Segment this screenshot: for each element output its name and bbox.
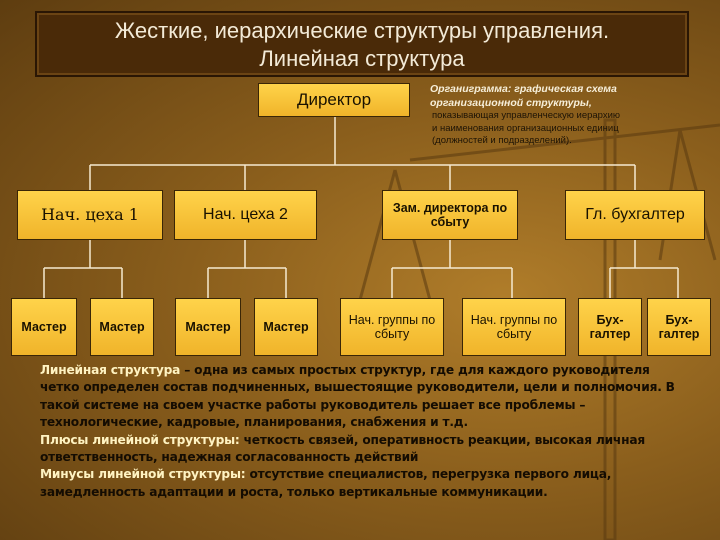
- note-line-2: и наименования организационных единиц: [432, 122, 619, 134]
- title-line-1: Жесткие, иерархические структуры управле…: [114, 18, 610, 43]
- intro-text: – одна из самых простых структур, где дл…: [40, 363, 675, 430]
- note-definition: Органиграмма: графическая схема организа…: [430, 83, 617, 109]
- org-box-deputy-sales: Зам. директора по сбыту: [382, 190, 518, 240]
- intro-highlight: Линейная структура: [40, 363, 181, 377]
- org-box-accountant-2: Бух-галтер: [647, 298, 711, 356]
- org-box-director: Директор: [258, 83, 410, 117]
- cons-label: Минусы линейной структуры:: [40, 467, 246, 482]
- title-line-2: Линейная структура: [259, 46, 465, 71]
- pros-text: четкость связей, оперативность реакции, …: [40, 432, 645, 465]
- org-box-accountant-1: Бух-галтер: [578, 298, 642, 356]
- cons-text: отсутствие специалистов, перегрузка перв…: [40, 467, 612, 499]
- org-box-foreman-3: Мастер: [175, 298, 241, 356]
- org-box-head-shop-2: Нач. цеха 2: [174, 190, 317, 240]
- org-box-sales-group-2: Нач. группы по сбыту: [462, 298, 566, 356]
- org-box-sales-group-1: Нач. группы по сбыту: [340, 298, 444, 356]
- orgchart-note: Органиграмма: графическая схема организа…: [430, 83, 710, 147]
- org-box-foreman-4: Мастер: [254, 298, 318, 356]
- description-text: Линейная структура – одна из самых прост…: [40, 362, 680, 501]
- note-line-1: показывающая управленческую иерархию: [432, 110, 621, 122]
- note-line-3: (должностей и подразделений).: [432, 134, 572, 146]
- org-box-foreman-1: Мастер: [11, 298, 77, 356]
- org-box-chief-accountant: Гл. бухгалтер: [565, 190, 705, 240]
- title-banner: Жесткие, иерархические структуры управле…: [35, 11, 689, 77]
- org-box-foreman-2: Мастер: [90, 298, 154, 356]
- pros-label: Плюсы линейной структуры:: [40, 432, 240, 447]
- org-box-head-shop-1: Нач. цеха 1: [17, 190, 163, 240]
